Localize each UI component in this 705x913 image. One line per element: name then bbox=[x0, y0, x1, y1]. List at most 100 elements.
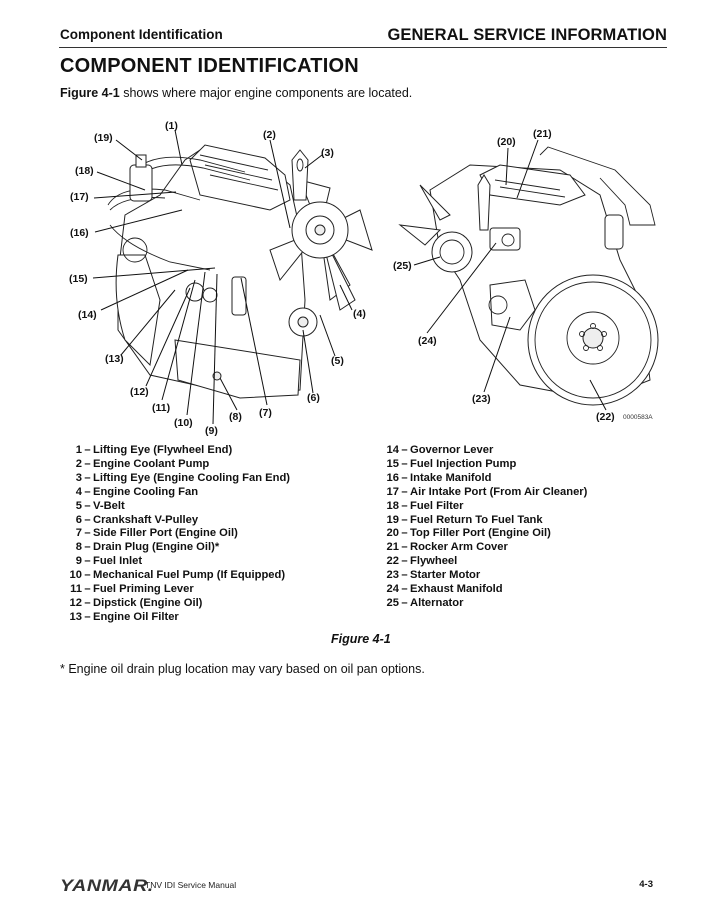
legend-item: 25–Alternator bbox=[379, 597, 587, 611]
legend-item: 20–Top Filler Port (Engine Oil) bbox=[379, 527, 587, 541]
legend-item-dash: – bbox=[84, 444, 91, 456]
legend-item-label: Top Filler Port (Engine Oil) bbox=[410, 527, 551, 540]
legend-item: 14–Governor Lever bbox=[379, 444, 587, 458]
legend-item-number: 17 bbox=[386, 485, 399, 498]
legend-item: 21–Rocker Arm Cover bbox=[379, 541, 587, 555]
callout-7: (7) bbox=[259, 407, 272, 419]
intro-text: shows where major engine components are … bbox=[119, 86, 413, 100]
legend-item: 13–Engine Oil Filter bbox=[62, 611, 290, 625]
callout-23: (23) bbox=[472, 393, 491, 405]
legend-item-label: Engine Cooling Fan bbox=[93, 485, 199, 498]
callout-8: (8) bbox=[229, 411, 242, 423]
legend-item: 15–Fuel Injection Pump bbox=[379, 458, 587, 472]
legend-item-number: 20 bbox=[386, 527, 399, 540]
leader-lines bbox=[92, 129, 607, 425]
legend-item: 17–Air Intake Port (From Air Cleaner) bbox=[379, 485, 588, 500]
running-header-chapter: GENERAL SERVICE INFORMATION bbox=[387, 26, 667, 44]
legend-item-label: Lifting Eye (Engine Cooling Fan End) bbox=[93, 471, 291, 484]
legend-item: 24–Exhaust Manifold bbox=[379, 583, 587, 597]
callout-6: (6) bbox=[307, 392, 320, 404]
footer-manual-title: TNV IDI Service Manual bbox=[145, 880, 237, 890]
figure-caption: Figure 4-1 bbox=[331, 632, 391, 646]
legend-item-number: 6 bbox=[75, 513, 82, 526]
legend-item-label: Drain Plug (Engine Oil)* bbox=[93, 541, 220, 554]
footnote: * Engine oil drain plug location may var… bbox=[60, 662, 425, 676]
legend-item: 23–Starter Motor bbox=[379, 569, 587, 583]
legend-item-label: Fuel Priming Lever bbox=[93, 583, 194, 596]
figure-reference: Figure 4-1 bbox=[60, 86, 120, 100]
legend-item-dash: – bbox=[84, 596, 91, 609]
legend-item-label: Crankshaft V-Pulley bbox=[93, 513, 199, 526]
figure-code: 0000583A bbox=[623, 414, 653, 421]
legend-item-dash: – bbox=[84, 555, 91, 568]
legend-item-label: Fuel Filter bbox=[410, 499, 464, 512]
engine-figure: (1) (2) (3) (4) (5) (6) (7) (8) (9) (10)… bbox=[69, 120, 659, 437]
legend-item: 2–Engine Coolant Pump bbox=[62, 458, 290, 472]
legend-item: 3–Lifting Eye (Engine Cooling Fan End) bbox=[62, 472, 290, 486]
legend-item-dash: – bbox=[401, 596, 408, 609]
legend-item-label: Fuel Return To Fuel Tank bbox=[410, 513, 543, 526]
callout-17: (17) bbox=[70, 191, 89, 203]
legend-item-number: 11 bbox=[70, 583, 82, 596]
legend-item: 9–Fuel Inlet bbox=[62, 555, 290, 569]
legend-item-label: Mechanical Fuel Pump (If Equipped) bbox=[93, 569, 286, 582]
legend-item-number: 19 bbox=[386, 513, 399, 526]
legend-item-number: 25 bbox=[386, 596, 399, 609]
legend-item-dash: – bbox=[84, 485, 91, 498]
callout-5: (5) bbox=[331, 355, 344, 367]
callout-22: (22) bbox=[596, 411, 615, 423]
callout-24: (24) bbox=[418, 335, 437, 347]
callout-20: (20) bbox=[497, 136, 516, 148]
legend-item: 6–Crankshaft V-Pulley bbox=[62, 514, 290, 528]
legend-item-label: Engine Oil Filter bbox=[93, 610, 179, 623]
legend-item-dash: – bbox=[84, 541, 91, 554]
legend-item-dash: – bbox=[401, 513, 408, 526]
callout-labels: (1) (2) (3) (4) (5) (6) (7) (8) (9) (10)… bbox=[69, 120, 653, 437]
legend-item-label: Intake Manifold bbox=[410, 471, 492, 484]
legend-item: 16–Intake Manifold bbox=[379, 472, 587, 486]
legend-item-dash: – bbox=[401, 444, 408, 456]
flywheel-drawing bbox=[527, 274, 659, 406]
legend-item-number: 5 bbox=[75, 499, 82, 512]
engine-right-view bbox=[398, 146, 659, 406]
callout-15: (15) bbox=[69, 273, 88, 285]
legend-item-number: 16 bbox=[386, 471, 399, 484]
callout-9: (9) bbox=[205, 425, 218, 437]
legend-item-number: 2 bbox=[75, 457, 82, 470]
legend-item-dash: – bbox=[84, 457, 91, 470]
callout-3: (3) bbox=[321, 147, 334, 159]
legend-item-number: 12 bbox=[69, 596, 82, 609]
legend-item-dash: – bbox=[401, 569, 408, 582]
legend-item-dash: – bbox=[84, 499, 91, 512]
legend-item-number: 18 bbox=[386, 499, 399, 512]
legend-item-number: 3 bbox=[75, 471, 82, 484]
legend-item: 11–Fuel Priming Lever bbox=[62, 583, 290, 597]
legend-item: 22–Flywheel bbox=[379, 555, 587, 569]
engine-left-view bbox=[107, 144, 373, 399]
legend-item-label: Alternator bbox=[410, 596, 464, 609]
callout-25: (25) bbox=[393, 260, 412, 272]
legend-item-dash: – bbox=[401, 471, 408, 484]
legend-item-number: 21 bbox=[386, 541, 399, 554]
callout-19: (19) bbox=[94, 132, 113, 144]
legend-item-dash: – bbox=[84, 610, 91, 623]
legend-item-number: 13 bbox=[69, 610, 82, 623]
legend-item-number: 1 bbox=[75, 444, 82, 456]
callout-21: (21) bbox=[533, 128, 552, 140]
cooling-fan-drawing bbox=[269, 179, 373, 311]
callout-10: (10) bbox=[174, 417, 193, 429]
legend-item-dash: – bbox=[401, 527, 408, 540]
legend-item-number: 14 bbox=[386, 444, 399, 456]
legend-item: 12–Dipstick (Engine Oil) bbox=[62, 597, 290, 611]
page-number: 4-3 bbox=[639, 879, 653, 890]
legend-item-dash: – bbox=[401, 583, 408, 596]
header-rule bbox=[59, 47, 667, 48]
legend-item-label: Rocker Arm Cover bbox=[410, 541, 508, 554]
legend-item-number: 7 bbox=[75, 527, 82, 540]
legend-item: 7–Side Filler Port (Engine Oil) bbox=[62, 527, 290, 541]
legend-item-number: 15 bbox=[386, 457, 399, 470]
legend-item: 5–V-Belt bbox=[62, 500, 290, 514]
yanmar-logo: YANMAR. bbox=[60, 876, 154, 895]
legend-item-label: Fuel Inlet bbox=[93, 555, 143, 568]
